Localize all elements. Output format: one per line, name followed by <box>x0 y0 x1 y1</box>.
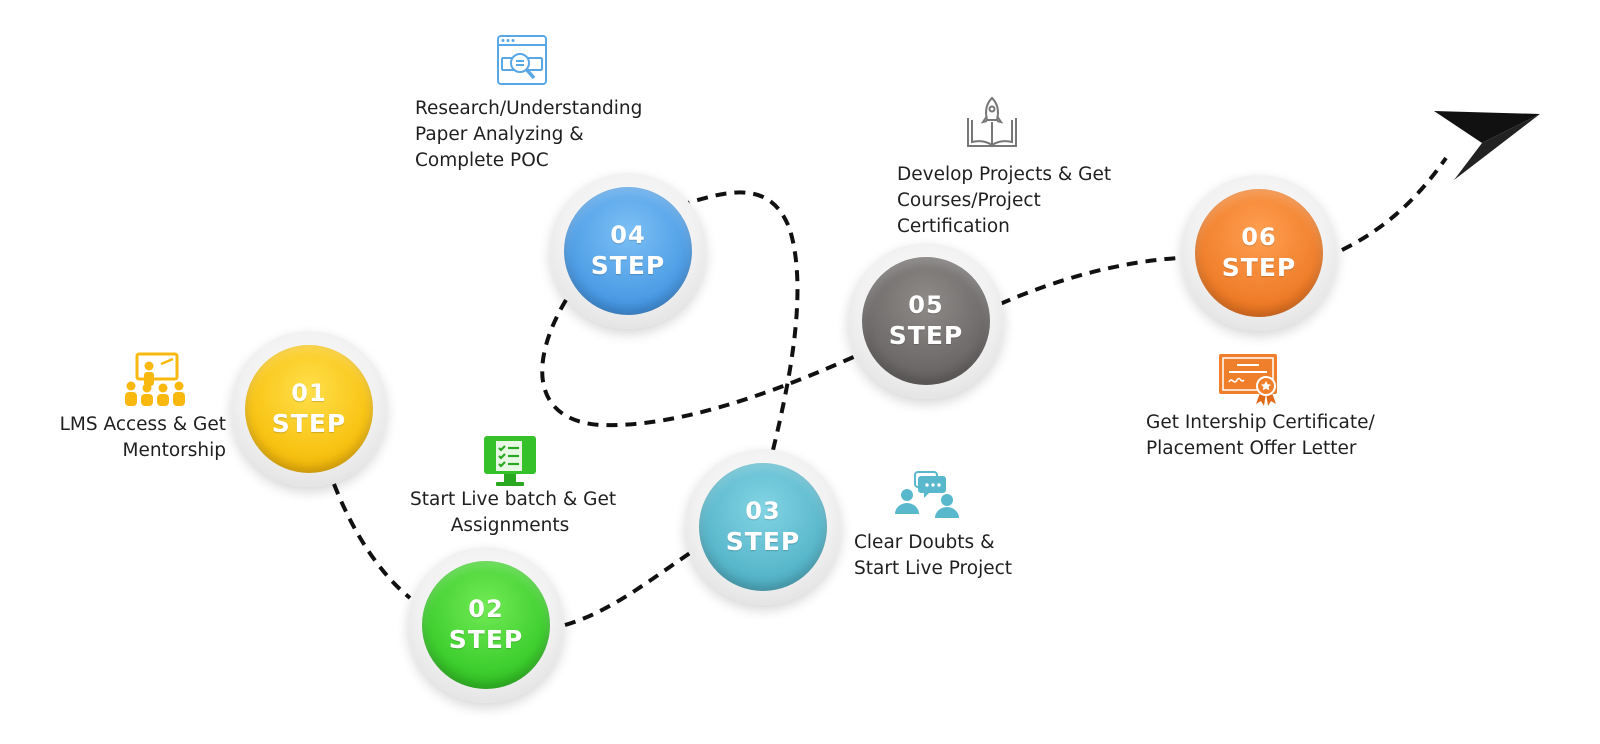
label-line: Courses/Project <box>897 190 1041 211</box>
path-segment-2-3 <box>564 551 692 627</box>
paper-plane-icon <box>1434 111 1540 180</box>
step-02-circle: 02 STEP <box>408 547 564 703</box>
label-line: Mentorship <box>122 440 227 461</box>
step-number: 05 <box>908 291 944 320</box>
label-line: Assignments <box>450 515 570 536</box>
step-04-label: Research/Understanding Paper Analyzing &… <box>415 96 642 174</box>
step-word: STEP <box>448 625 524 655</box>
step-number: 03 <box>745 497 781 526</box>
step-04-core: 04 STEP <box>564 187 692 315</box>
browser-search-icon <box>497 35 547 85</box>
book-rocket-icon <box>967 96 1017 147</box>
step-01-core: 01 STEP <box>245 345 373 473</box>
step-04-circle: 04 STEP <box>550 173 706 329</box>
classroom-mentor-icon <box>125 352 185 406</box>
step-number: 02 <box>468 595 504 624</box>
label-line: LMS Access & Get <box>59 414 226 435</box>
step-02-core: 02 STEP <box>422 561 550 689</box>
step-03-circle: 03 STEP <box>685 449 841 605</box>
step-word: STEP <box>725 527 801 557</box>
step-word: STEP <box>590 251 666 281</box>
label-line: Start Live batch & Get <box>410 489 617 510</box>
label-line: Start Live Project <box>854 558 1013 579</box>
step-02-label: Start Live batch & Get Assignments <box>410 487 617 539</box>
step-03-label: Clear Doubts & Start Live Project <box>854 530 1012 582</box>
label-line: Placement Offer Letter <box>1146 438 1357 459</box>
step-word: STEP <box>271 409 347 439</box>
path-segment-6-plane <box>1341 156 1448 252</box>
step-number: 04 <box>610 221 646 250</box>
step-06-circle: 06 STEP <box>1181 175 1337 331</box>
monitor-checklist-icon <box>484 436 536 486</box>
step-number: 06 <box>1241 223 1277 252</box>
label-line: Certification <box>897 216 1010 237</box>
step-05-core: 05 STEP <box>862 257 990 385</box>
path-segment-5-6 <box>999 256 1179 306</box>
label-line: Complete POC <box>415 150 549 171</box>
step-word: STEP <box>1221 253 1297 283</box>
step-number: 01 <box>291 379 327 408</box>
certificate-icon <box>1219 354 1277 406</box>
label-line: Paper Analyzing & <box>415 124 584 145</box>
step-06-core: 06 STEP <box>1195 189 1323 317</box>
step-05-label: Develop Projects & Get Courses/Project C… <box>897 162 1111 240</box>
label-line: Research/Understanding <box>415 98 643 119</box>
label-line: Get Intership Certificate/ <box>1146 412 1375 433</box>
label-line: Clear Doubts & <box>854 532 995 553</box>
step-01-label: LMS Access & Get Mentorship <box>60 412 226 464</box>
label-line: Develop Projects & Get <box>897 164 1112 185</box>
path-segment-1-2 <box>332 483 412 600</box>
step-word: STEP <box>888 321 964 351</box>
step-06-label: Get Intership Certificate/ Placement Off… <box>1146 410 1375 462</box>
step-01-circle: 01 STEP <box>231 331 387 487</box>
chat-people-icon <box>895 471 959 518</box>
path-segment-loop-5 <box>540 298 859 428</box>
step-03-core: 03 STEP <box>699 463 827 591</box>
step-05-circle: 05 STEP <box>848 243 1004 399</box>
path-segment-3-loop <box>687 190 800 451</box>
